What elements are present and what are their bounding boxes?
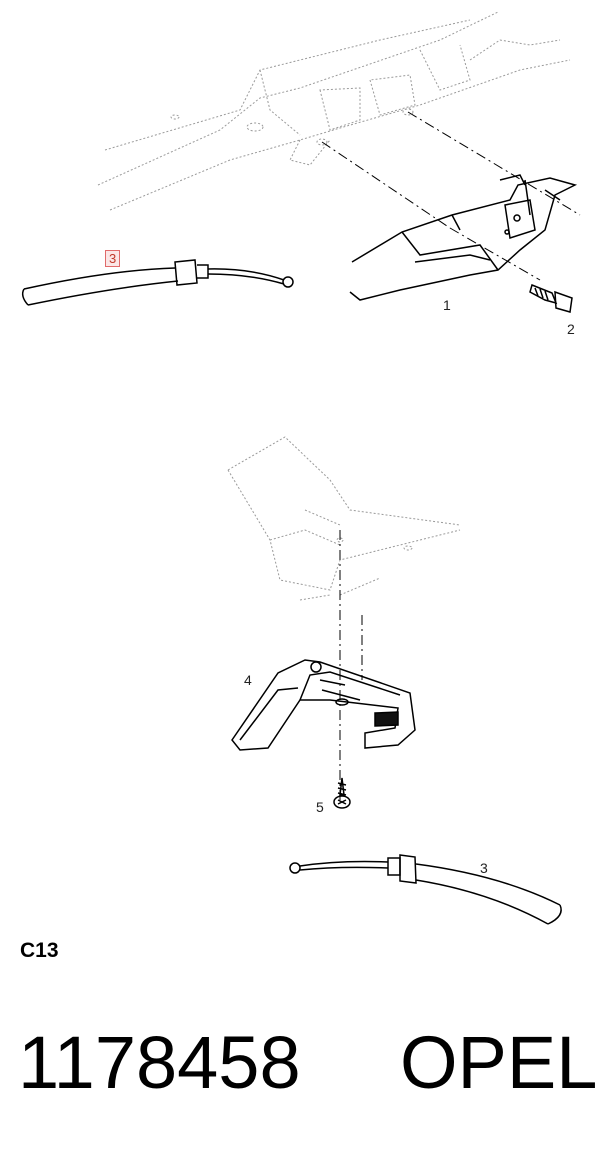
release-cable-top bbox=[21, 259, 294, 306]
release-cable-bottom bbox=[289, 854, 562, 925]
callout-5: 5 bbox=[316, 799, 324, 815]
callout-1: 1 bbox=[443, 297, 451, 313]
assembly-leader-lines-middle bbox=[339, 530, 363, 800]
callout-3-top: 3 bbox=[105, 250, 121, 267]
assembly-leader-lines-top bbox=[321, 111, 581, 281]
body-frame-middle bbox=[227, 436, 461, 601]
release-handle bbox=[231, 659, 416, 751]
screw bbox=[333, 777, 351, 809]
callout-4: 4 bbox=[244, 672, 252, 688]
bolt bbox=[529, 283, 573, 313]
hood-latch-bracket bbox=[349, 174, 578, 301]
callout-3-bottom: 3 bbox=[480, 860, 488, 876]
callout-2: 2 bbox=[567, 321, 575, 337]
part-number: 1178458 bbox=[18, 1021, 301, 1104]
body-frame-top bbox=[97, 11, 571, 211]
brand-name: OPEL bbox=[400, 1021, 598, 1104]
figure-code: C13 bbox=[20, 939, 59, 962]
exploded-parts-diagram bbox=[21, 11, 581, 925]
